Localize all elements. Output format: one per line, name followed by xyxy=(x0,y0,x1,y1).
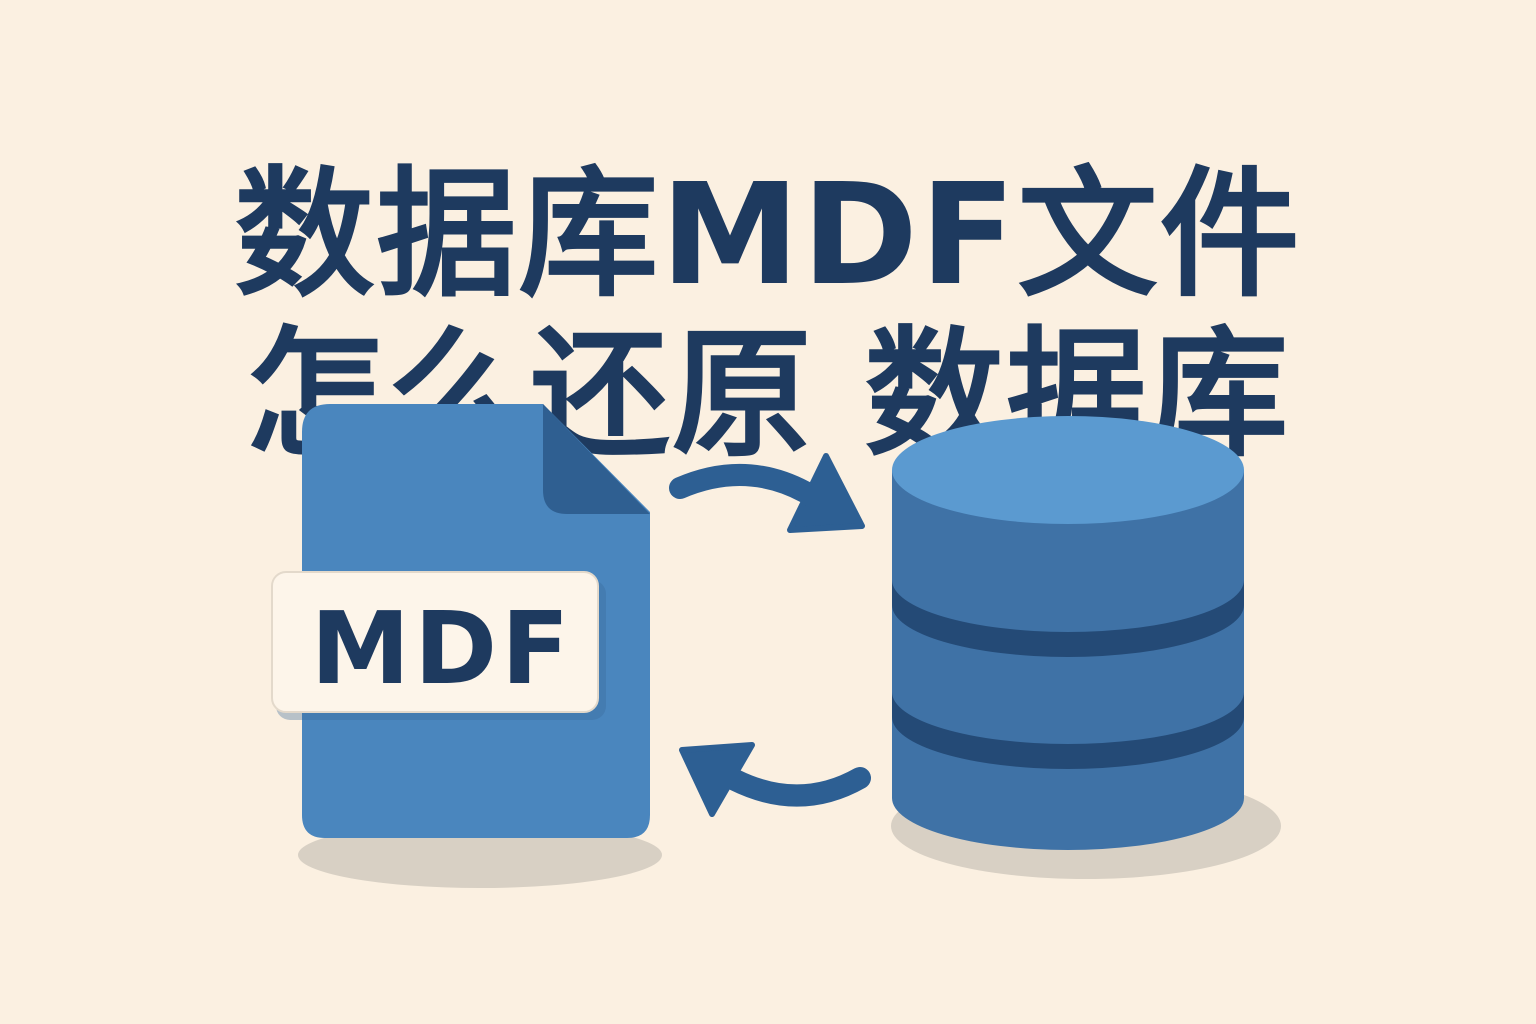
database-cylinder-icon xyxy=(892,416,1244,850)
database-band-upper xyxy=(892,580,1244,657)
file-shadow xyxy=(298,822,662,888)
file-label: MDF xyxy=(311,590,574,707)
curved-arrow-right-icon xyxy=(669,453,865,533)
title-line-1: 数据库MDF文件 xyxy=(234,153,1302,317)
file-label-badge xyxy=(271,571,599,713)
database-band-lower xyxy=(892,692,1244,769)
file-corner-fold xyxy=(543,404,650,514)
forward-arrow-curve xyxy=(669,464,816,503)
backward-arrow-head xyxy=(679,742,755,817)
database-top-cap xyxy=(892,416,1244,524)
document-icon: MDF xyxy=(271,404,650,838)
backward-arrow-curve xyxy=(724,767,871,807)
page-title: 数据库MDF文件 怎么还原 数据库 xyxy=(0,153,1536,476)
forward-arrow-head xyxy=(787,453,865,533)
curved-arrow-left-icon xyxy=(679,742,871,817)
